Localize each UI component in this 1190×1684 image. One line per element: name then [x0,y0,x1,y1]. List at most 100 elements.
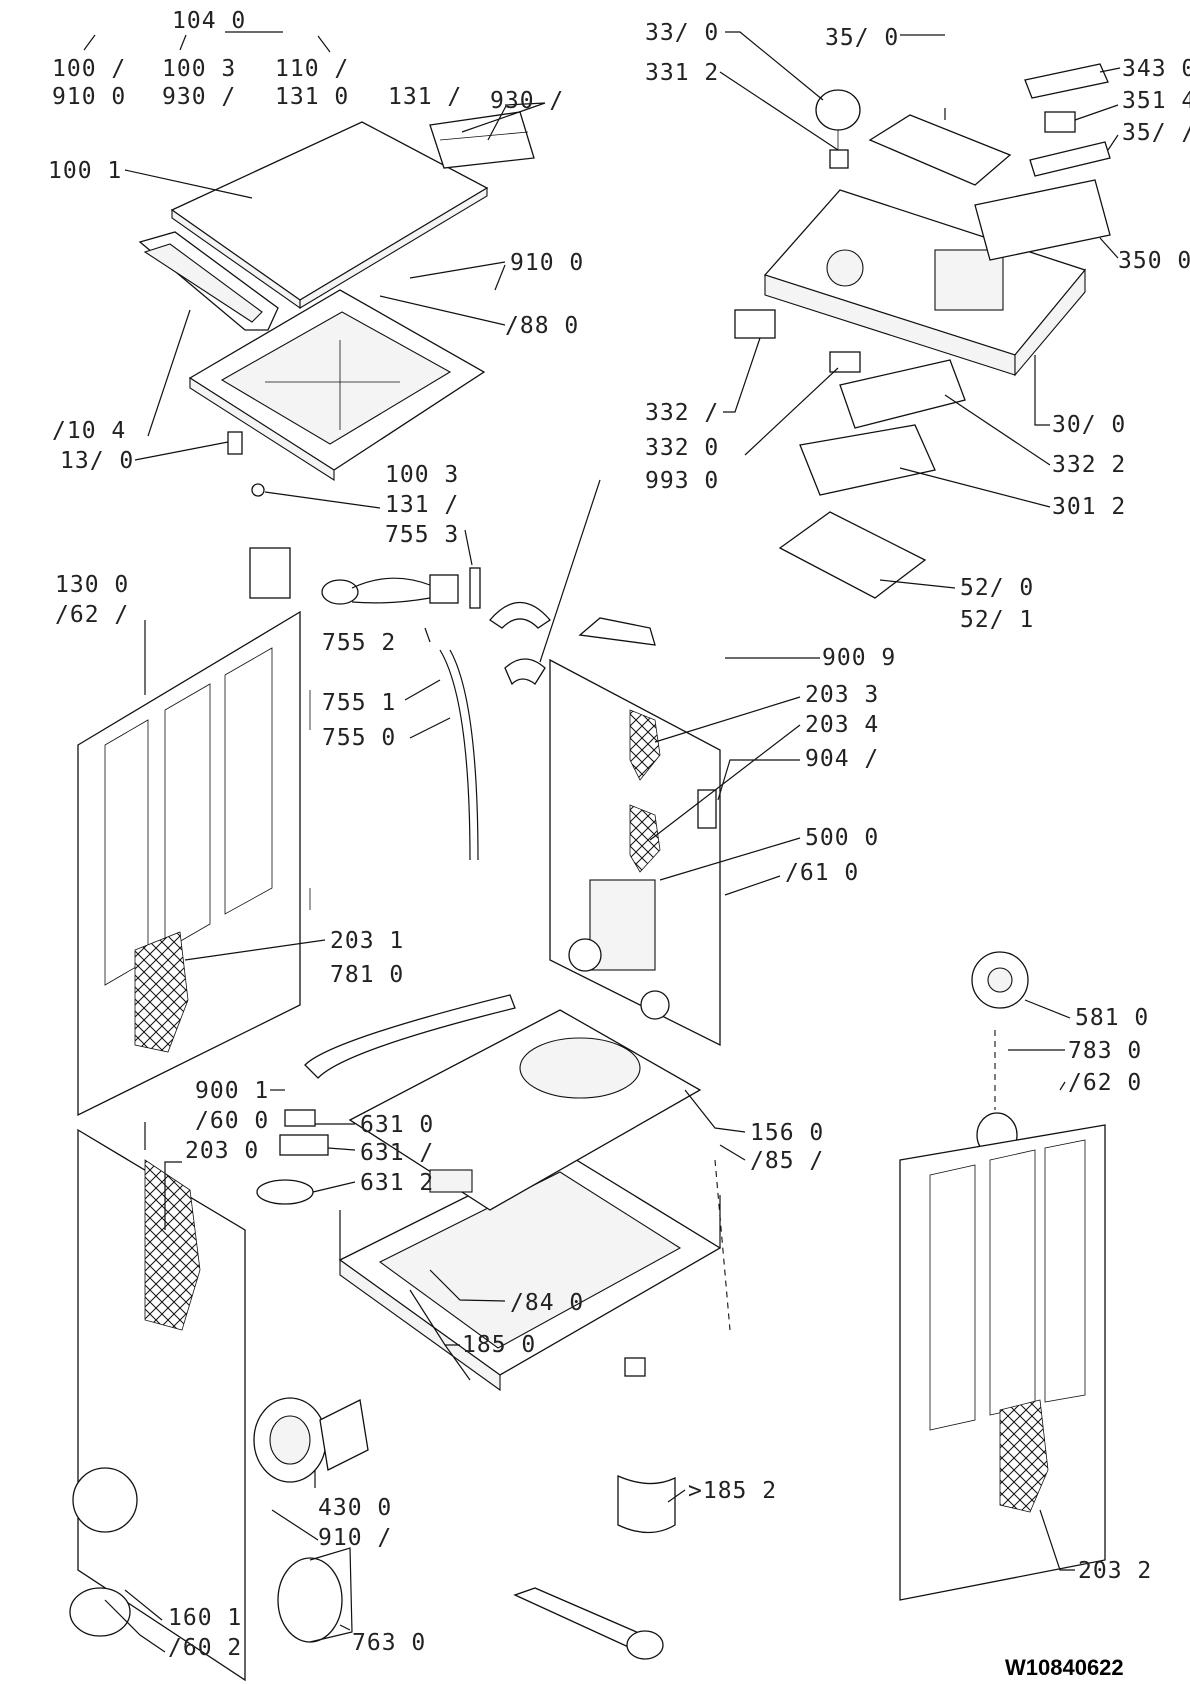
part-label: 930 / [490,88,564,114]
part-label: 104 0 [172,8,246,34]
bracket-part [249,547,291,599]
part-label: /85 / [750,1148,824,1174]
part-label: 910 0 [52,84,126,110]
elbow-part-2 [504,658,546,686]
selector-part [829,351,861,373]
part-label: 993 0 [645,468,719,494]
part-label: 100 1 [48,158,122,184]
part-label: 500 0 [805,825,879,851]
lid-latch-part [227,431,243,455]
part-label: 52/ 0 [960,575,1034,601]
part-label: 185 0 [462,1332,536,1358]
pressure-cap-part [256,1179,314,1205]
part-label: 203 4 [805,712,879,738]
lid-hinge-strip-part [429,111,535,169]
part-label: 350 0 [1118,248,1190,274]
part-label: /10 4 [52,418,126,444]
display-strip-part [1024,63,1109,99]
part-label: 156 0 [750,1120,824,1146]
button-row-part [1029,141,1111,177]
part-label: /60 0 [195,1108,269,1134]
pump-filter-part [277,1547,353,1643]
right-side-panel-part [899,1124,1106,1601]
control-overlay-part [974,179,1111,261]
control-board-part [799,424,936,496]
program-knob-part [815,89,861,150]
front-panel-part [72,1128,246,1682]
part-label: /60 2 [168,1635,242,1661]
part-label: 343 0 [1122,56,1190,82]
wiring-harness-part [578,617,656,646]
part-label: >185 2 [688,1478,777,1504]
drain-pump-part [253,1397,369,1483]
part-label: 755 0 [322,725,396,751]
drawing-code: W10840622 [1005,1655,1124,1680]
part-label: 781 0 [330,962,404,988]
part-label: /62 / [55,602,129,628]
part-label: 203 2 [1078,1558,1152,1584]
part-label: 301 2 [1052,494,1126,520]
part-label: 631 2 [360,1170,434,1196]
door-switch-part [734,309,776,339]
left-side-panel-part [77,610,311,1117]
part-label: 631 / [360,1140,434,1166]
part-label: 900 1 [195,1078,269,1104]
part-label: 110 / [275,56,349,82]
part-label: 755 2 [322,630,396,656]
leader-lines [83,31,1121,1653]
part-label: 131 0 [275,84,349,110]
control-console-part [763,189,1087,377]
pressure-chamber-part [279,1134,329,1156]
pulley-part [971,951,1029,1009]
part-label: 331 2 [645,60,719,86]
part-label: /62 0 [1068,1070,1142,1096]
part-label: 33/ 0 [645,20,719,46]
part-label: 13/ 0 [60,448,134,474]
keypad-part [839,359,966,429]
part-label: 203 3 [805,682,879,708]
base-frame-part [338,1095,722,1392]
top-lid-part [170,121,489,310]
part-label: 910 0 [510,250,584,276]
part-label: 930 / [162,84,236,110]
part-label: 35/ 0 [825,25,899,51]
part-label: 100 / [52,56,126,82]
knob-insert-part [829,149,849,169]
part-label: 52/ 1 [960,607,1034,633]
part-label: 131 / [388,84,462,110]
part-label: 30/ 0 [1052,412,1126,438]
part-labels: 104 0 100 / 100 3 110 / 910 0 930 / 131 … [48,8,1190,1661]
part-label: 763 0 [352,1630,426,1656]
part-label: 35/ / [1122,120,1190,146]
service-door-part [69,1587,131,1637]
button-board-part [1044,111,1076,133]
tub-support-tray-part [348,1009,702,1211]
screw-part [251,483,265,497]
part-label: 783 0 [1068,1038,1142,1064]
part-label: 100 3 [385,462,459,488]
part-label: 351 4 [1122,88,1190,114]
part-label: 581 0 [1075,1005,1149,1031]
part-label: 631 0 [360,1112,434,1138]
dispenser-part [778,511,927,599]
console-bracket-part [868,114,1012,186]
part-label: 203 1 [330,928,404,954]
part-label: 130 0 [55,572,129,598]
drain-hose-part [304,994,516,1079]
rear-panel-part [549,658,721,1047]
part-label: 755 1 [322,690,396,716]
part-label: 203 0 [185,1138,259,1164]
part-label: 430 0 [318,1495,392,1521]
part-label: /88 0 [505,313,579,339]
shock-absorber-part [513,1357,676,1660]
inlet-hose-part [321,567,481,861]
top-frame-part [188,289,486,482]
part-label: /84 0 [510,1290,584,1316]
part-label: 100 3 [162,56,236,82]
part-label: 131 / [385,492,459,518]
part-label: 332 / [645,400,719,426]
part-label: 332 0 [645,435,719,461]
part-label: 755 3 [385,522,459,548]
part-label: 904 / [805,746,879,772]
